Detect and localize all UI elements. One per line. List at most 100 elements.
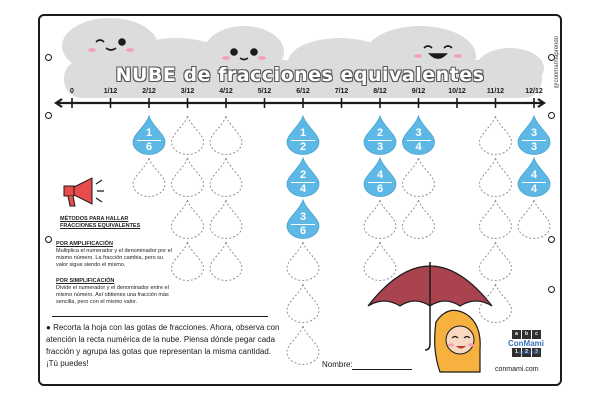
- empty-drop-slot: [286, 282, 320, 323]
- fraction-drop[interactable]: [132, 114, 166, 155]
- cheek-blush: [88, 48, 462, 60]
- brand-name: ConMami: [508, 339, 544, 348]
- empty-drop-slot: [479, 240, 512, 281]
- simplification-title: POR SIMPLIFICACIÓN: [56, 278, 115, 284]
- binder-hole: [548, 112, 555, 119]
- tick-label: 8/12: [373, 88, 387, 95]
- tick-label: 6/12: [296, 88, 310, 95]
- logo-block: 3: [532, 348, 541, 357]
- amplification-title: POR AMPLIFICACIÓN: [56, 241, 113, 247]
- denominator: 3: [530, 141, 538, 153]
- binder-hole: [548, 54, 555, 61]
- empty-drop-slot: [479, 282, 512, 323]
- empty-drop-slot: [209, 156, 243, 197]
- fraction-drop[interactable]: [286, 114, 320, 155]
- fraction-drop[interactable]: [517, 156, 551, 197]
- numerator: 4: [522, 170, 546, 183]
- logo-block: b: [522, 330, 531, 339]
- empty-drop-slot: [132, 156, 166, 197]
- logo-block: a: [512, 330, 521, 339]
- empty-drop-slot: [209, 240, 243, 281]
- binder-hole: [45, 112, 52, 119]
- tick-label: 9/12: [411, 88, 426, 95]
- tick-label: 11/12: [486, 88, 505, 95]
- numerator: 2: [368, 128, 392, 141]
- cloud-face-icon: [95, 38, 453, 61]
- tick-label: 0: [70, 88, 74, 95]
- methods-heading: MÉTODOS PARA HALLAR FRACCIONES EQUIVALEN…: [60, 216, 141, 229]
- name-label: Nombre:: [322, 360, 353, 369]
- bullet-icon: ●: [46, 323, 54, 332]
- numerator: 4: [368, 170, 392, 183]
- empty-drop-slot: [171, 198, 204, 239]
- fraction-drop[interactable]: [363, 114, 397, 155]
- empty-drop-slot: [209, 114, 243, 155]
- empty-drop-slot: [402, 198, 435, 239]
- empty-drop-slot: [286, 240, 320, 281]
- tick-label: 3/12: [180, 88, 195, 95]
- logo-block: 1: [512, 348, 521, 357]
- binder-hole: [548, 236, 555, 243]
- fraction-drop[interactable]: [517, 114, 551, 155]
- fraction-drop[interactable]: [402, 114, 435, 155]
- binder-hole: [45, 54, 52, 61]
- empty-drop-slot: [402, 156, 435, 197]
- empty-drop-slot: [171, 114, 204, 155]
- fraction-drop[interactable]: [363, 156, 397, 197]
- instructions-text: ● Recorta la hoja con las gotas de fracc…: [46, 323, 280, 368]
- tick-label: 1/12: [103, 88, 118, 95]
- denominator: 6: [145, 141, 153, 153]
- tick-label: 4/12: [219, 88, 233, 95]
- empty-drop-slot: [171, 240, 204, 281]
- cloud: [62, 18, 544, 98]
- divider: [52, 316, 268, 317]
- tick-label: 2/12: [142, 88, 156, 95]
- denominator: 6: [376, 183, 384, 195]
- website-link[interactable]: conmami.com: [495, 366, 539, 373]
- denominator: 6: [299, 225, 307, 237]
- denominator: 4: [299, 183, 307, 195]
- social-handle: @conmamiaprendo: [554, 36, 560, 89]
- denominator: 4: [530, 183, 538, 195]
- name-field[interactable]: [352, 369, 412, 370]
- number-line: [54, 98, 546, 108]
- fraction-drop[interactable]: [286, 198, 320, 239]
- empty-drop-slot: [479, 198, 512, 239]
- brand-tagline: aprendo: [518, 350, 541, 356]
- tick-label: 5/12: [257, 88, 272, 95]
- drops-layer: [132, 114, 551, 365]
- numerator: 2: [291, 170, 315, 183]
- empty-drop-slot: [517, 198, 551, 239]
- denominator: 4: [415, 141, 422, 153]
- numerator: 3: [291, 212, 315, 225]
- tick-label: 12/12: [525, 88, 543, 95]
- empty-drop-slot: [286, 324, 320, 365]
- numerator: 3: [406, 128, 431, 141]
- denominator: 2: [299, 141, 307, 153]
- numerator: 1: [137, 128, 161, 141]
- empty-drop-slot: [479, 114, 512, 155]
- amplification-text: Multiplica el numerador y el denominador…: [56, 248, 172, 268]
- empty-drop-slot: [171, 156, 204, 197]
- fraction-drop[interactable]: [286, 156, 320, 197]
- binder-hole: [45, 236, 52, 243]
- tick-label: 7/12: [334, 88, 349, 95]
- numerator: 1: [291, 128, 315, 141]
- page-title: NUBE de fracciones equivalentes: [115, 64, 485, 86]
- simplification-text: Divide el numerador y el denominador ent…: [56, 285, 169, 305]
- empty-drop-slot: [209, 198, 243, 239]
- empty-drop-slot: [479, 156, 512, 197]
- denominator: 3: [376, 141, 384, 153]
- binder-hole: [548, 286, 555, 293]
- megaphone-icon: [63, 177, 104, 207]
